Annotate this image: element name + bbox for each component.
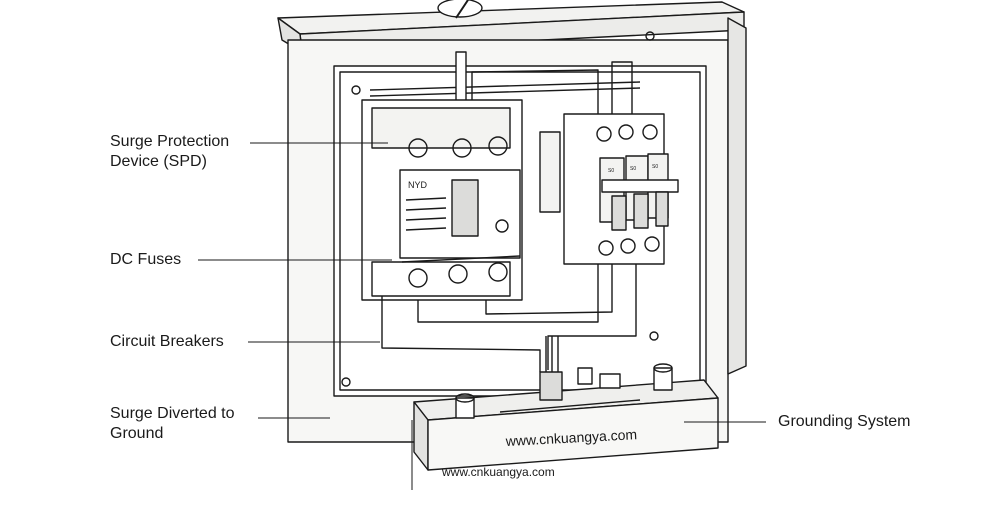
top-cable-gland (437, 0, 483, 123)
module-label-1: S0 (608, 168, 614, 174)
fuse-breaker-module (539, 113, 679, 265)
device-brand-text: NYD (408, 180, 428, 190)
callout-spd-line2: Device (SPD) (110, 153, 207, 170)
watermark-secondary: www.cnkuangya.com (441, 465, 555, 479)
callout-surge-diverted: Surge Diverted to Ground (110, 404, 235, 444)
callout-grounding-system: Grounding System (778, 413, 911, 430)
module-label-2: S0 (630, 166, 636, 172)
callout-dc-fuses: DC Fuses (110, 251, 182, 268)
callout-spd: Surge Protection Device (SPD) (110, 132, 229, 172)
spd-module (361, 99, 523, 301)
callout-leaders (198, 142, 766, 490)
callout-spd-line1: Surge Protection (110, 133, 230, 150)
callout-surge-diverted-line2: Ground (110, 425, 164, 442)
module-label-3: S0 (652, 164, 658, 170)
internal-wiring (381, 61, 637, 372)
callout-surge-diverted-line1: Surge Diverted to (110, 405, 235, 422)
watermark-primary: www.cnkuangya.com (504, 426, 637, 449)
grounding-bar (413, 363, 719, 471)
callout-circuit-breakers: Circuit Breakers (110, 333, 224, 350)
